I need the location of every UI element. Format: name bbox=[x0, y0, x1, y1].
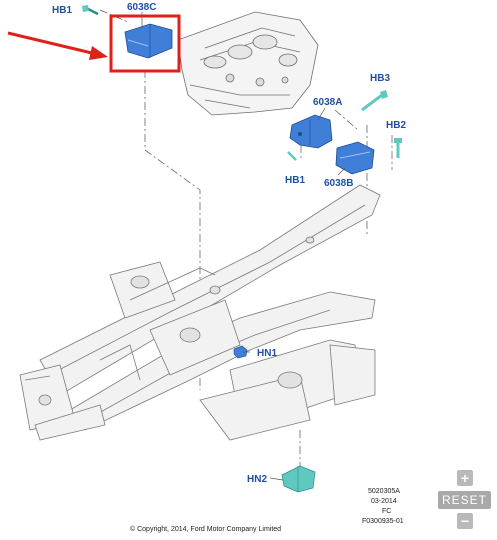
bolt-hb1-mid bbox=[287, 151, 297, 161]
callout-6038b: 6038B bbox=[324, 178, 353, 189]
nut-hn1 bbox=[233, 345, 248, 359]
drawing-reference: F0300935-01 bbox=[362, 518, 404, 525]
leader-lines bbox=[141, 12, 346, 481]
drawing-number: 5020305A bbox=[368, 488, 400, 495]
highlight-box bbox=[109, 14, 181, 73]
callout-hn2: HN2 bbox=[247, 474, 267, 485]
reset-button[interactable]: RESET bbox=[438, 491, 491, 509]
drawing-date: 03-2014 bbox=[371, 498, 397, 505]
bolt-hb1-top bbox=[82, 5, 99, 16]
callout-hb1-mid: HB1 bbox=[285, 175, 305, 186]
drawing-code: FC bbox=[382, 508, 391, 515]
callout-6038a: 6038A bbox=[313, 97, 342, 108]
callout-hb1-top: HB1 bbox=[52, 5, 72, 16]
copyright-notice: © Copyright, 2014, Ford Motor Company Li… bbox=[130, 525, 281, 533]
callout-hb2: HB2 bbox=[386, 120, 406, 131]
bolt-hb3 bbox=[361, 90, 388, 112]
chassis-frame bbox=[19, 184, 381, 441]
mount-6038c bbox=[124, 23, 173, 59]
mount-6038b bbox=[335, 141, 375, 175]
mount-6038a bbox=[289, 114, 333, 149]
red-arrow bbox=[7, 31, 108, 60]
callout-hn1: HN1 bbox=[257, 348, 277, 359]
zoom-out-button[interactable]: − bbox=[457, 513, 473, 529]
zoom-in-button[interactable]: + bbox=[457, 470, 473, 486]
callout-hb3: HB3 bbox=[370, 73, 390, 84]
bolt-hb2 bbox=[394, 138, 402, 158]
nut-hn2 bbox=[281, 465, 316, 493]
engine-block bbox=[177, 11, 319, 116]
callout-6038c: 6038C bbox=[127, 2, 156, 13]
